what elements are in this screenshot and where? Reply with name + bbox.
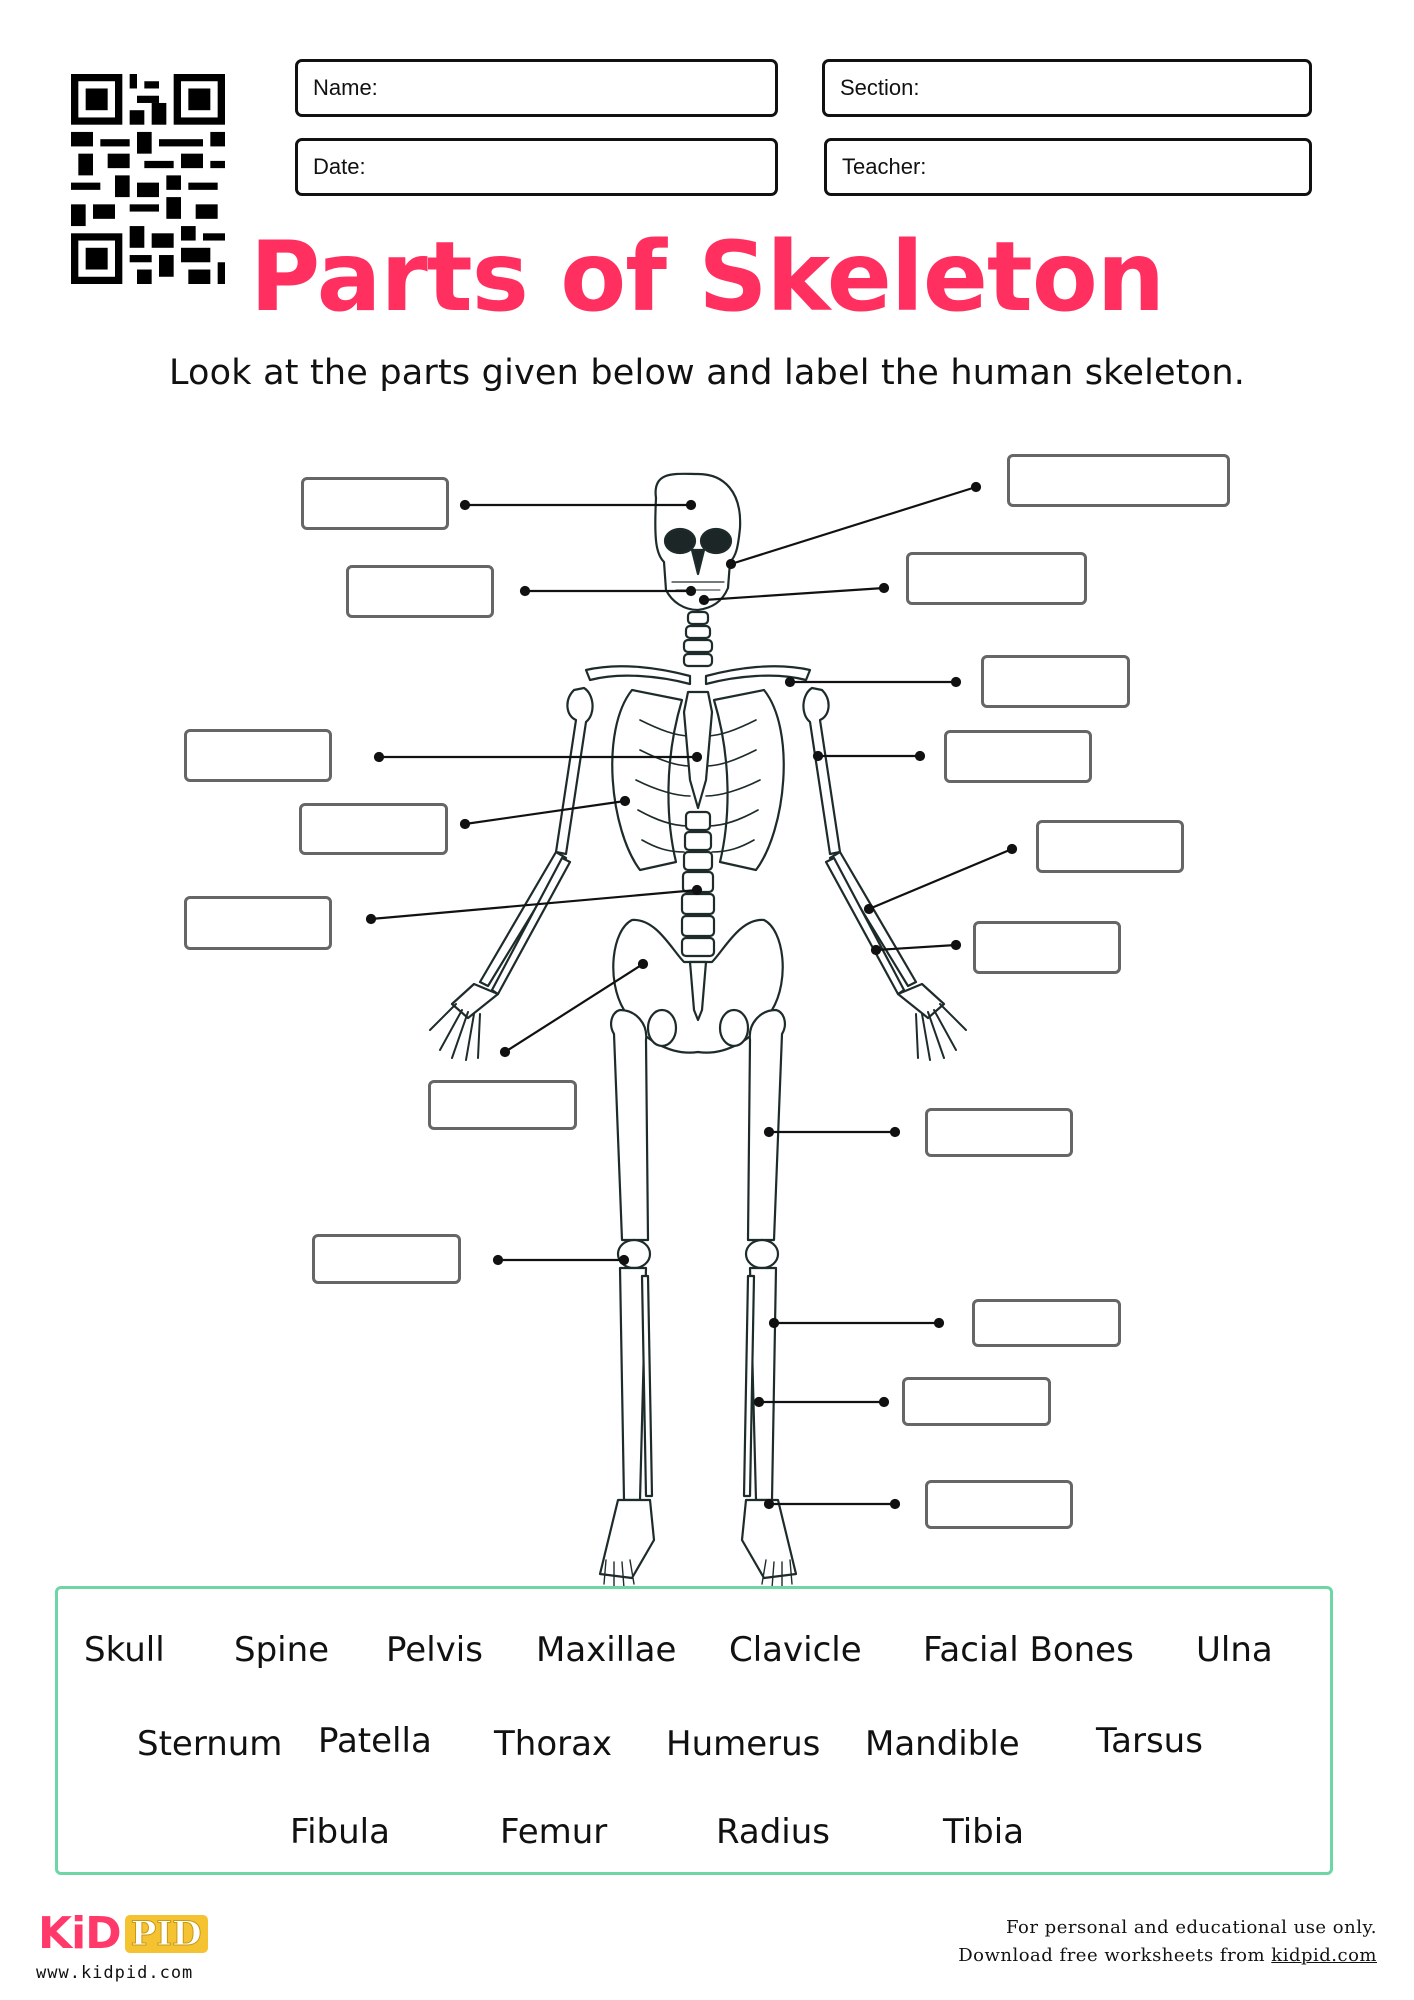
label-box-thorax[interactable]: [299, 803, 448, 855]
word-bank-item: Thorax: [494, 1724, 613, 1764]
word-bank-item: Facial Bones: [923, 1630, 1134, 1670]
label-box-tibia[interactable]: [902, 1377, 1051, 1426]
label-box-mandible[interactable]: [346, 565, 494, 618]
word-bank: [55, 1586, 1333, 1875]
kidpid-link[interactable]: kidpid.com: [1271, 1945, 1377, 1966]
label-box-maxillae[interactable]: [906, 552, 1087, 605]
logo-pid-text: PID: [124, 1915, 208, 1954]
name-label: Name:: [313, 75, 378, 100]
word-bank-item: Skull: [84, 1630, 165, 1670]
word-bank-item: Spine: [234, 1630, 330, 1670]
label-box-fibula[interactable]: [972, 1299, 1121, 1347]
word-bank-item: Pelvis: [386, 1630, 483, 1670]
word-bank-item: Tarsus: [1096, 1721, 1203, 1761]
label-box-ulna[interactable]: [1036, 820, 1184, 873]
word-bank-item: Humerus: [666, 1724, 821, 1764]
label-box-tarsus[interactable]: [925, 1480, 1073, 1529]
label-box-humerus[interactable]: [944, 730, 1092, 783]
footer: For personal and educational use only. D…: [958, 1914, 1377, 1970]
word-bank-item: Femur: [500, 1812, 608, 1852]
teacher-label: Teacher:: [842, 154, 927, 179]
word-bank-item: Patella: [318, 1721, 432, 1761]
label-box-skull[interactable]: [301, 477, 449, 530]
label-box-femur[interactable]: [925, 1108, 1073, 1157]
teacher-field[interactable]: Teacher:: [824, 138, 1312, 196]
label-box-spine[interactable]: [184, 896, 332, 950]
word-bank-item: Mandible: [865, 1724, 1020, 1764]
qr-code-icon: [71, 74, 225, 284]
word-bank-item: Sternum: [137, 1724, 283, 1764]
footer-download-prefix: Download free worksheets from: [958, 1945, 1272, 1966]
word-bank-item: Clavicle: [729, 1630, 862, 1670]
logo-kid-text: KiD: [38, 1908, 122, 1959]
label-box-facial-bones[interactable]: [1007, 454, 1230, 507]
footer-usage-note: For personal and educational use only.: [1006, 1917, 1377, 1938]
instructions: Look at the parts given below and label …: [168, 353, 1246, 393]
footer-download-note: Download free worksheets from kidpid.com: [958, 1942, 1377, 1970]
name-field[interactable]: Name:: [295, 59, 778, 117]
label-box-radius[interactable]: [973, 921, 1121, 974]
word-bank-item: Ulna: [1196, 1630, 1273, 1670]
date-label: Date:: [313, 154, 366, 179]
label-box-sternum[interactable]: [184, 729, 332, 782]
word-bank-item: Tibia: [943, 1812, 1025, 1852]
word-bank-item: Radius: [716, 1812, 831, 1852]
label-box-pelvis[interactable]: [428, 1080, 577, 1130]
label-box-patella[interactable]: [312, 1234, 461, 1284]
website-url[interactable]: www.kidpid.com: [36, 1963, 194, 1983]
page-title: Parts of Skeleton: [249, 221, 1165, 333]
label-box-clavicle[interactable]: [981, 655, 1130, 708]
date-field[interactable]: Date:: [295, 138, 778, 196]
section-field[interactable]: Section:: [822, 59, 1312, 117]
word-bank-item: Fibula: [290, 1812, 390, 1852]
word-bank-item: Maxillae: [536, 1630, 677, 1670]
kidpid-logo[interactable]: KiD PID: [38, 1912, 208, 1956]
section-label: Section:: [840, 75, 920, 100]
